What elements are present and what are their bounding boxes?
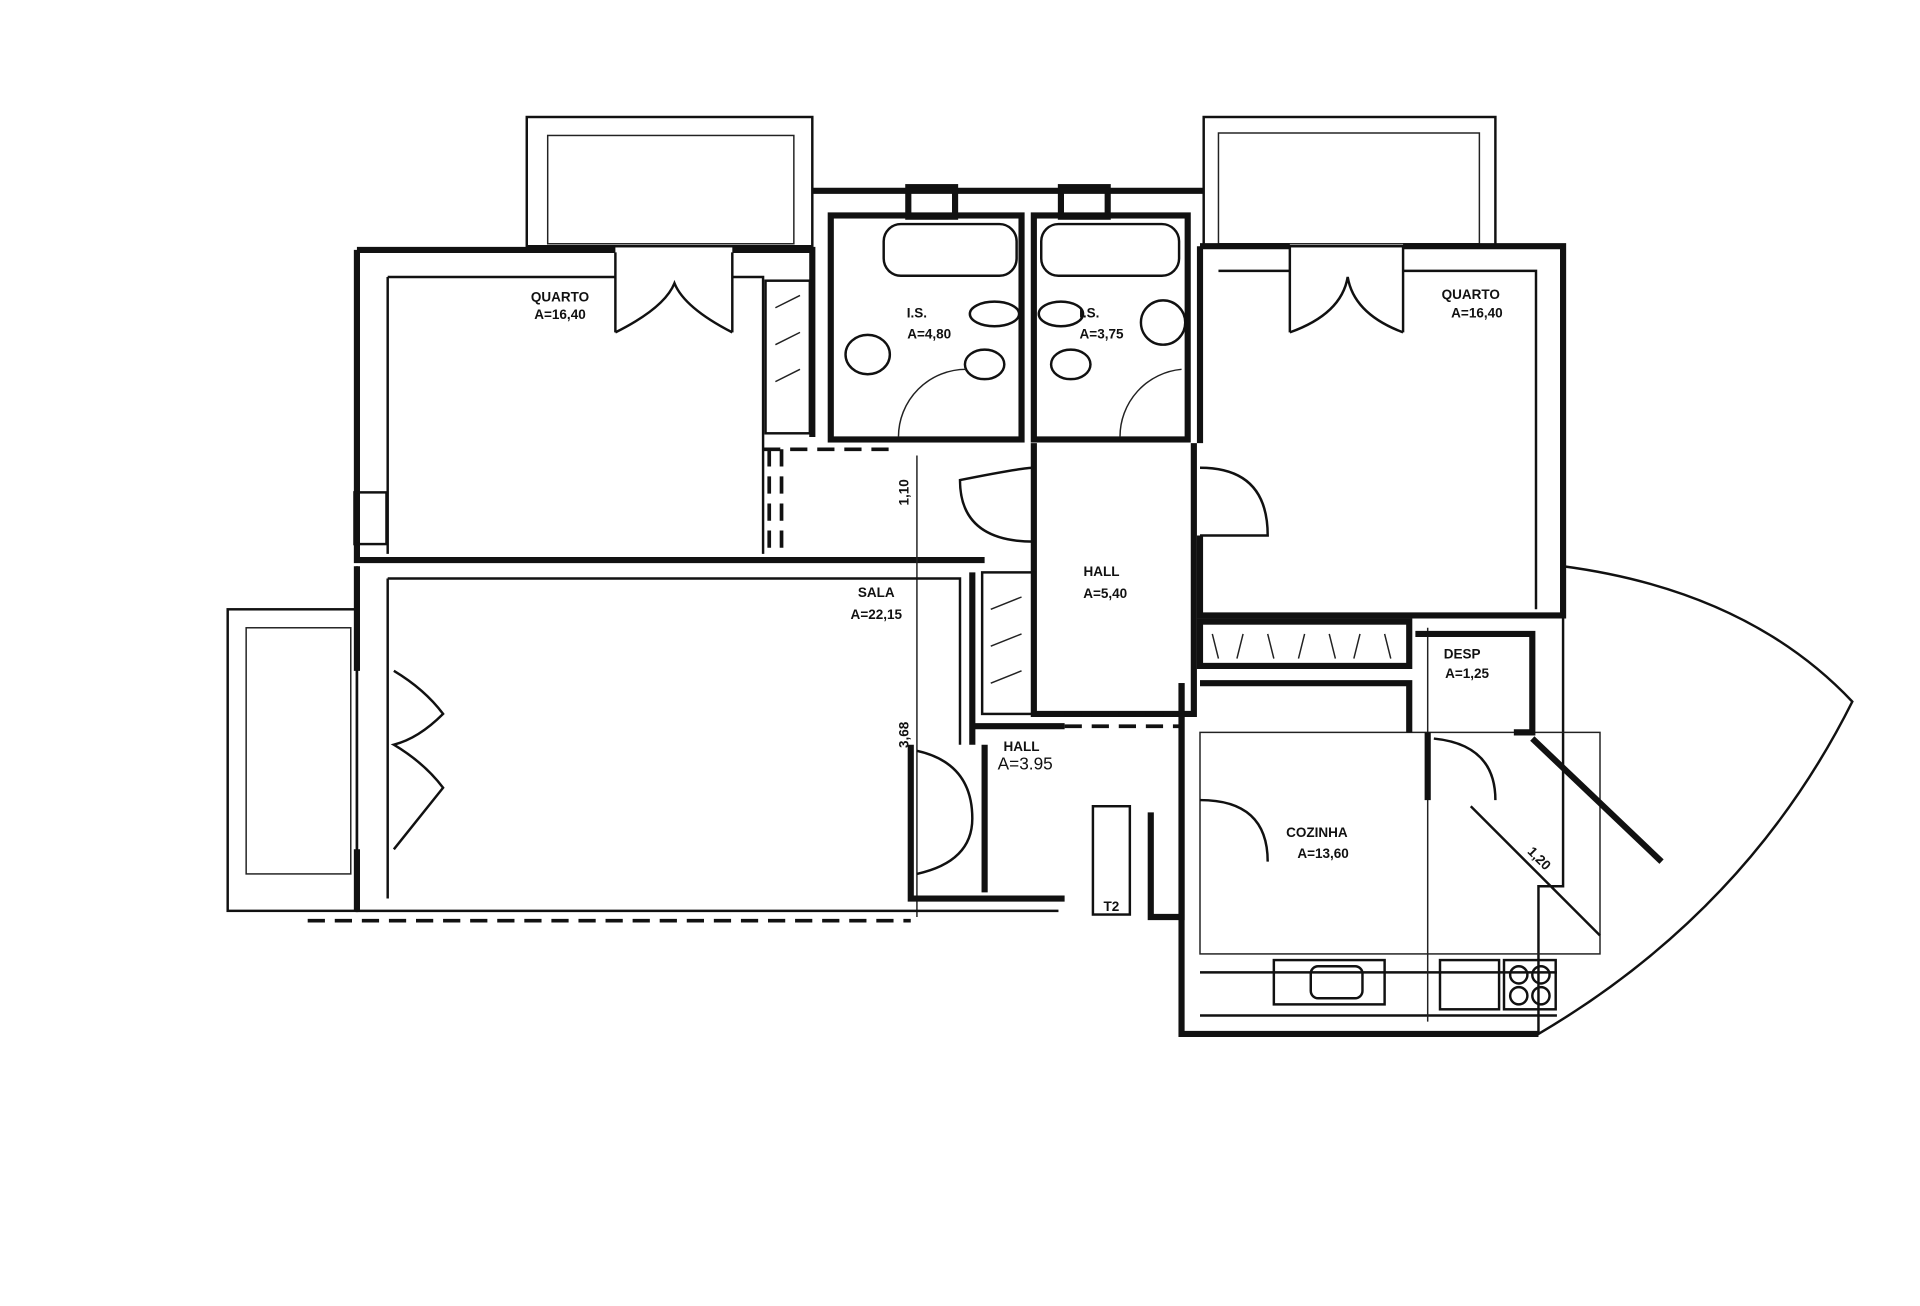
- svg-text:A=3.95: A=3.95: [998, 753, 1053, 773]
- svg-text:A=4,80: A=4,80: [907, 327, 951, 342]
- hall-entry-area: [907, 572, 1185, 921]
- dimension-label: T2: [1103, 899, 1119, 914]
- bathroom-right: [1030, 212, 1191, 443]
- room-label-hall-main: HALL A=5,40: [1083, 564, 1127, 601]
- room-label-is-left: I.S. A=4,80: [907, 306, 951, 342]
- room-label-sala: SALA A=22,15: [851, 585, 903, 622]
- svg-text:A=16,40: A=16,40: [534, 307, 585, 322]
- svg-text:DESP: DESP: [1444, 647, 1481, 662]
- svg-text:HALL: HALL: [1004, 739, 1040, 754]
- storage-desp: [1415, 630, 1536, 801]
- balcony-top-right: [1202, 115, 1497, 248]
- svg-text:A=5,40: A=5,40: [1083, 586, 1127, 601]
- svg-text:I.S.: I.S.: [907, 306, 927, 321]
- svg-text:HALL: HALL: [1084, 564, 1120, 579]
- svg-text:COZINHA: COZINHA: [1286, 825, 1348, 840]
- room-label-quarto-left: QUARTO A=16,40: [531, 290, 589, 322]
- kitchen: [1178, 627, 1664, 1037]
- dimension-label: 1,10: [896, 479, 911, 505]
- svg-text:A=1,25: A=1,25: [1445, 666, 1489, 681]
- svg-text:QUARTO: QUARTO: [531, 290, 589, 305]
- svg-text:A=3,75: A=3,75: [1080, 327, 1124, 342]
- svg-text:SALA: SALA: [858, 585, 895, 600]
- svg-text:A=13,60: A=13,60: [1297, 846, 1348, 861]
- chimney-right: [1057, 184, 1111, 220]
- svg-text:A=22,15: A=22,15: [851, 607, 903, 622]
- room-label-is-right: I.S. A=3,75: [1079, 306, 1124, 342]
- room-label-cozinha: COZINHA A=13,60: [1286, 825, 1349, 861]
- bedroom-right: [1196, 243, 1567, 670]
- chimney-left: [905, 184, 959, 220]
- balcony-curved-right: [1537, 564, 1854, 1037]
- svg-text:QUARTO: QUARTO: [1442, 287, 1500, 302]
- dimension-label: 3,68: [896, 721, 911, 748]
- bedroom-left: [353, 246, 985, 564]
- dimension-label: 1,20: [1525, 844, 1554, 873]
- living-room: [307, 566, 1059, 923]
- svg-text:A=16,40: A=16,40: [1451, 306, 1502, 321]
- svg-text:I.S.: I.S.: [1079, 306, 1099, 321]
- hall-main-area: [916, 443, 1197, 918]
- room-label-hall-entry: HALL A=3.95: [998, 739, 1053, 773]
- room-label-quarto-right: QUARTO A=16,40: [1442, 287, 1503, 320]
- room-label-desp: DESP A=1,25: [1444, 647, 1490, 682]
- balcony-left: [226, 608, 359, 913]
- balcony-top-left: [525, 115, 814, 248]
